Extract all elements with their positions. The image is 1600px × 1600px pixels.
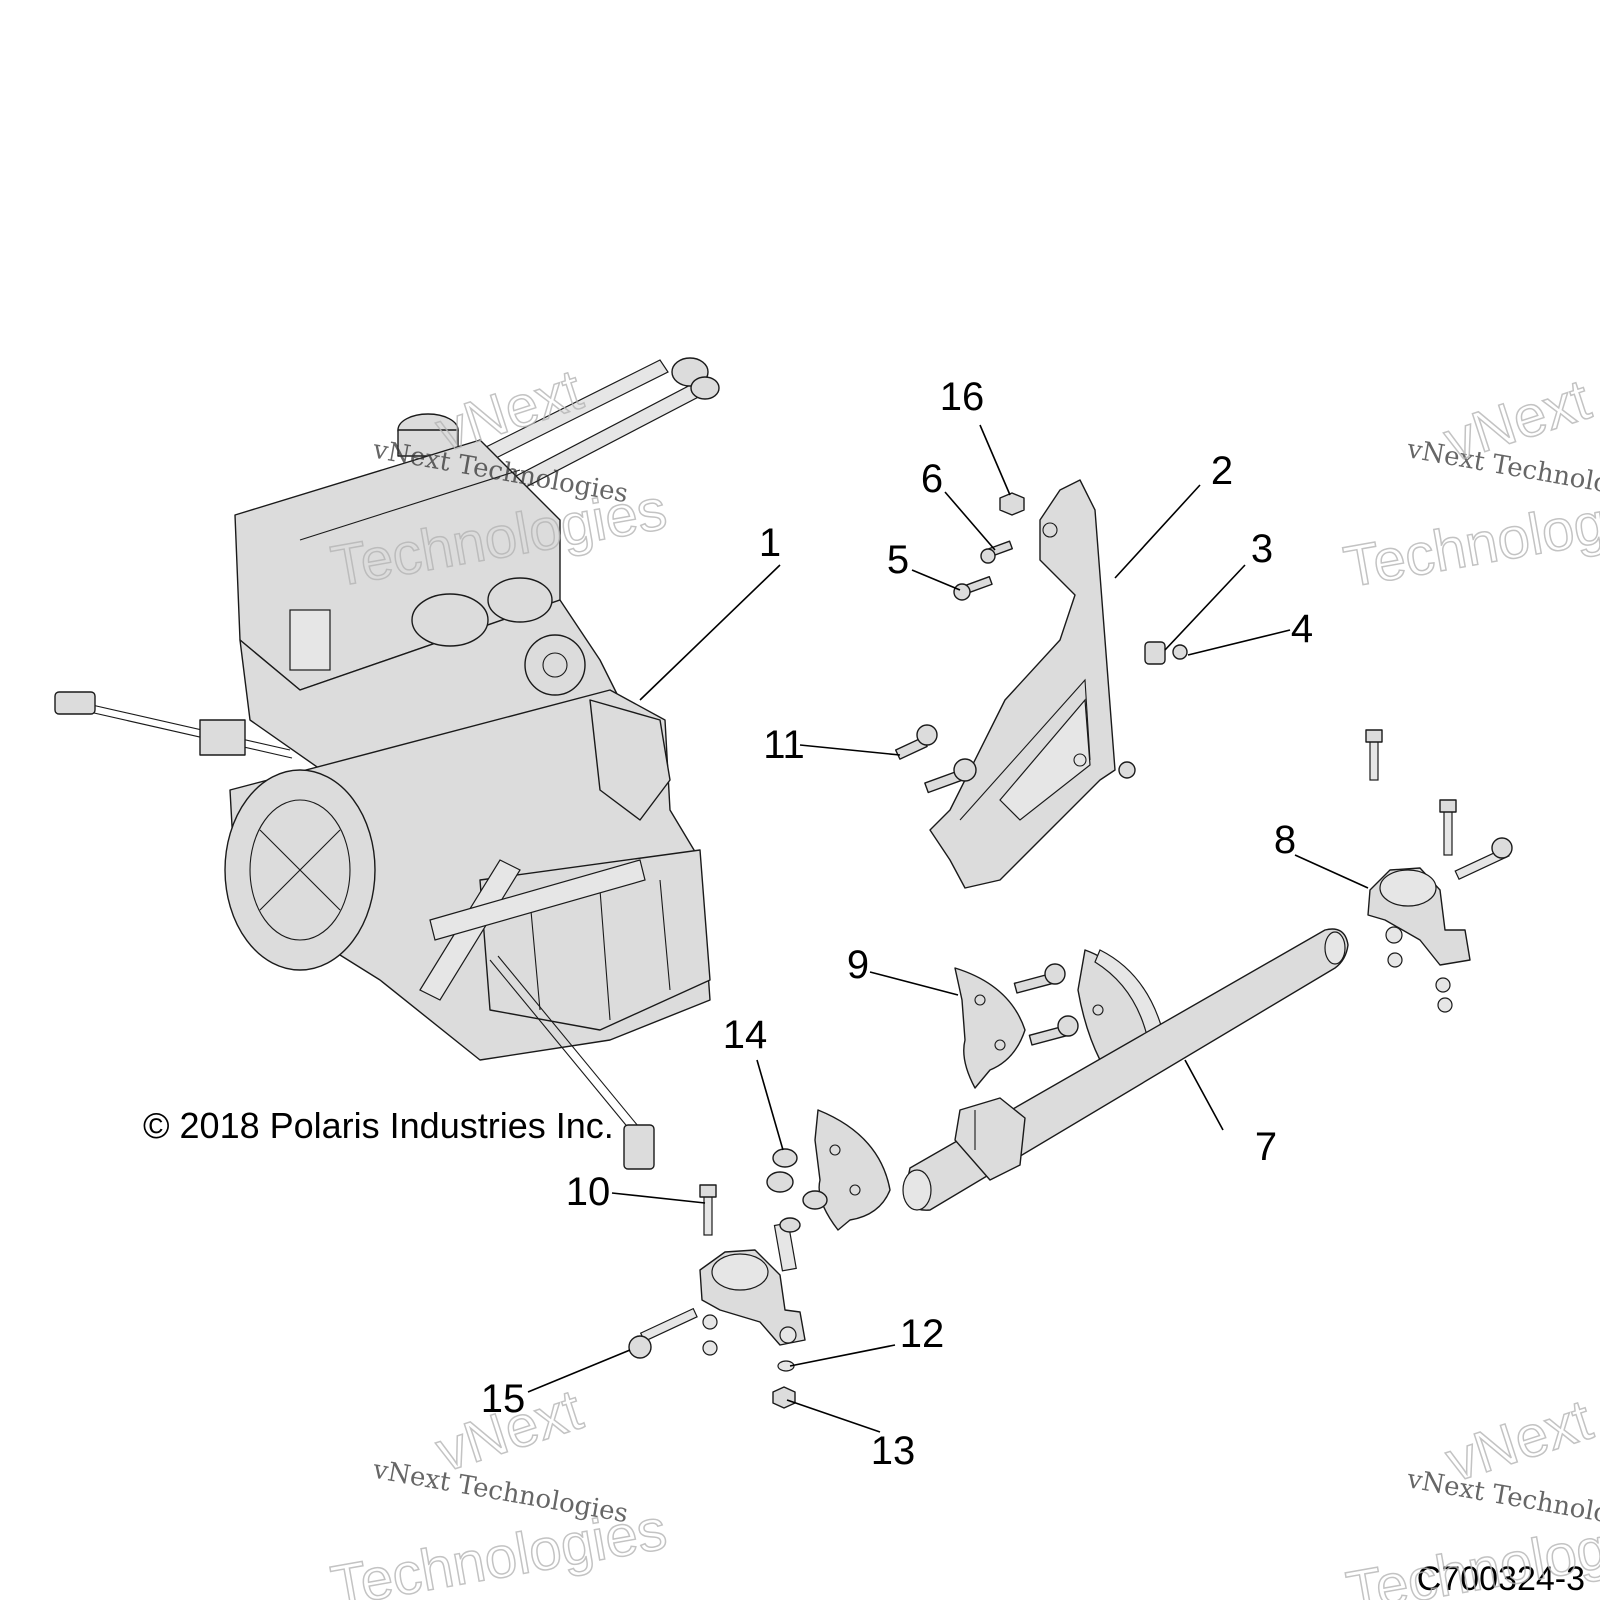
crossmember-shaft [902, 928, 1349, 1211]
watermark-vnext: vNext [1438, 1387, 1599, 1495]
callout-5: 5 [887, 538, 909, 582]
callout-10: 10 [566, 1170, 611, 1214]
bracket-hardware [894, 492, 1188, 794]
callout-14: 14 [723, 1013, 768, 1057]
copyright-notice: © 2018 Polaris Industries Inc. [143, 1105, 614, 1146]
leader-lines [527, 424, 1369, 1433]
left-engine-mount [628, 1109, 891, 1409]
drawing-number: C700324-3 [1417, 1560, 1585, 1598]
watermark-top-right: vNext Technologies vNext Technologies [1338, 366, 1600, 601]
callout-1: 1 [759, 521, 781, 565]
callout-2: 2 [1211, 449, 1233, 493]
callout-7: 7 [1255, 1125, 1277, 1169]
callout-12: 12 [900, 1312, 945, 1356]
callout-3: 3 [1251, 527, 1273, 571]
callout-6: 6 [921, 457, 943, 501]
right-engine-mount [1365, 729, 1513, 1013]
callout-13: 13 [871, 1429, 916, 1473]
callout-8: 8 [1274, 818, 1296, 862]
watermark-bottom-right: vNext Technologies vNext Technologies [1341, 1386, 1600, 1600]
engine-assembly [54, 357, 720, 1170]
callout-16: 16 [940, 375, 985, 419]
callout-11: 11 [763, 723, 805, 767]
watermark-technologies: Technologies [326, 1497, 671, 1600]
callout-numbers: 1 2 3 4 5 6 7 8 9 10 11 12 13 14 15 16 [481, 375, 1313, 1473]
watermark-technologies: Technologies [1339, 477, 1600, 600]
engine-mount-bracket [929, 479, 1116, 889]
callout-15: 15 [481, 1377, 526, 1421]
callout-9: 9 [847, 943, 869, 987]
callout-4: 4 [1291, 607, 1313, 651]
